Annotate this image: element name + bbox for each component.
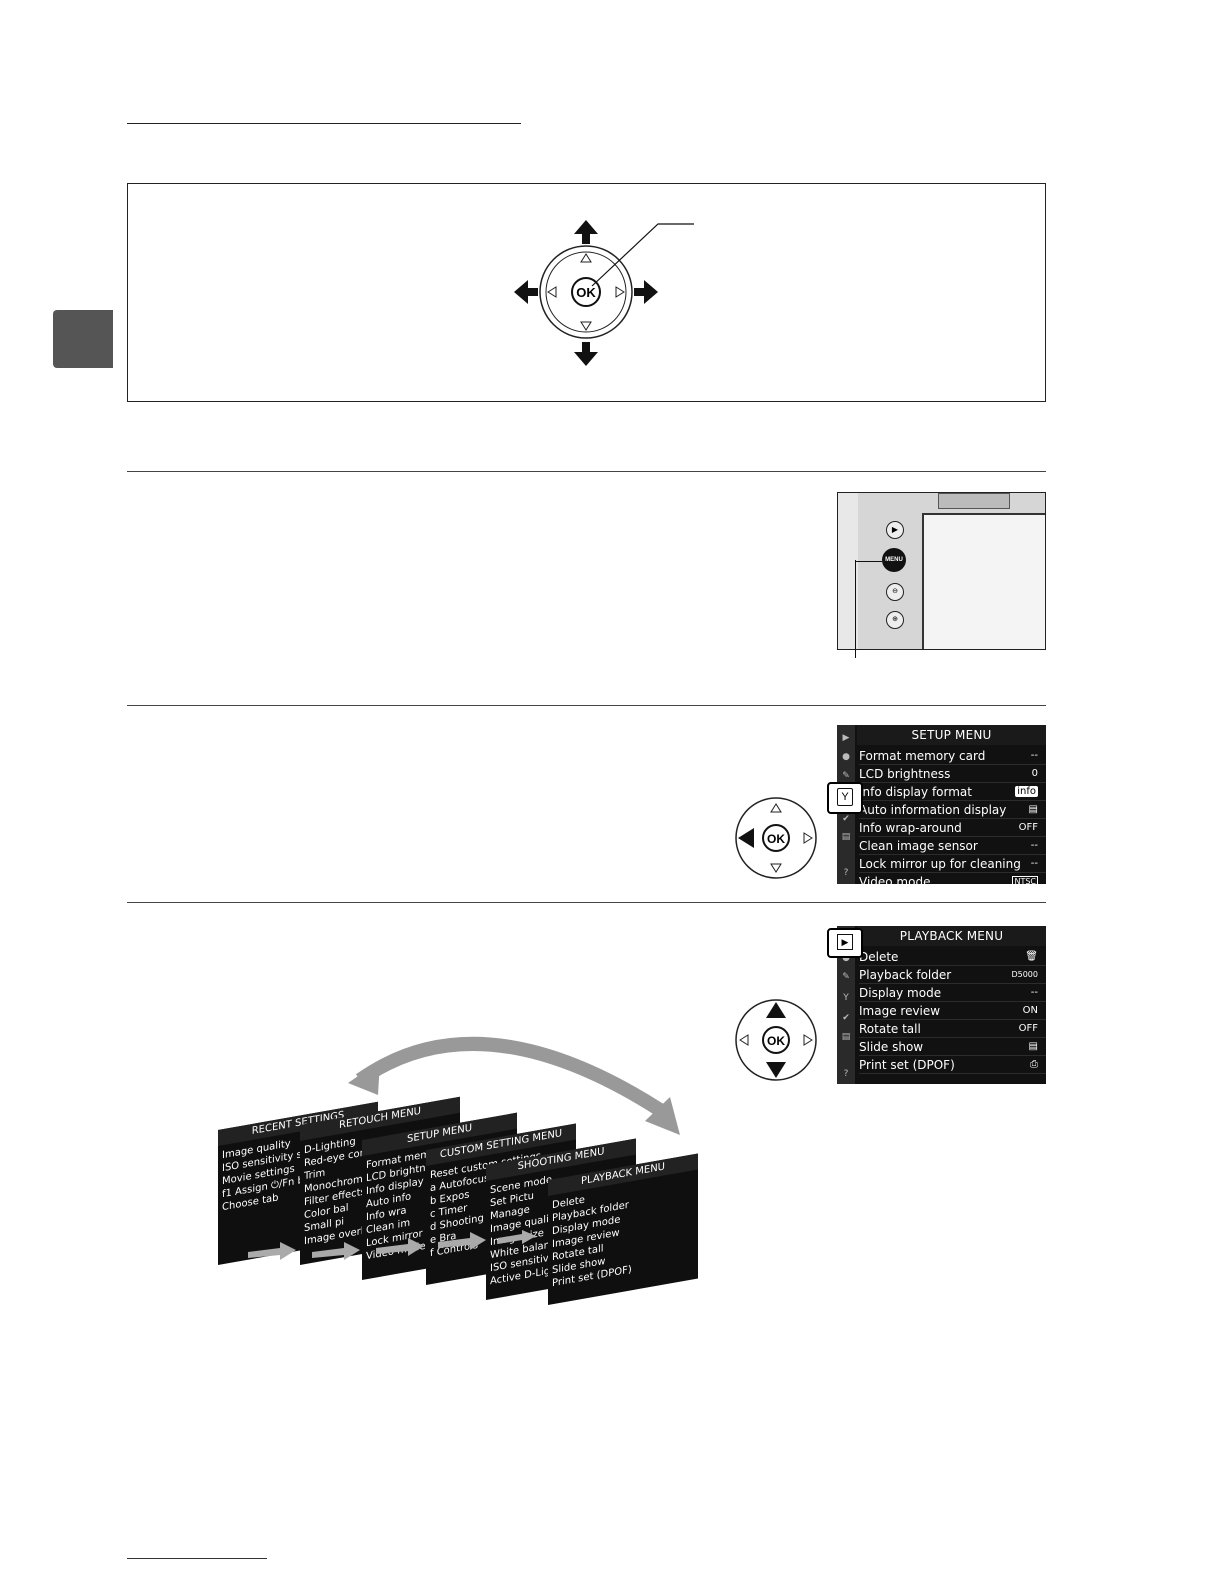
playback-button-icon[interactable]: ▶: [886, 521, 904, 539]
help-icon: ?: [843, 868, 849, 878]
viewfinder: [938, 493, 1010, 509]
menu-item[interactable]: Slide show▤: [859, 1038, 1046, 1056]
help-icon: ?: [843, 1069, 849, 1079]
arrow-right-icon: [312, 1242, 360, 1260]
thumbnail-button-icon[interactable]: ⊖: [886, 583, 904, 601]
menu-leader-vertical: [855, 560, 856, 658]
zoom-button-icon[interactable]: ⊕: [886, 611, 904, 629]
shooting-tab-icon: ●: [842, 953, 850, 963]
stack-arrows: [248, 1230, 536, 1260]
menu-item[interactable]: Print set (DPOF)⎙: [859, 1056, 1046, 1074]
title-rule: [127, 123, 521, 124]
chapter-tab: [53, 310, 113, 368]
arrow-right-icon: [248, 1242, 296, 1260]
svg-text:OK: OK: [767, 832, 785, 846]
step-rule-2: [127, 705, 1046, 706]
camera-back-illustration: ▶ MENU ⊖ ⊕: [837, 492, 1046, 650]
custom-tab-icon: ✎: [842, 771, 850, 781]
menu-item[interactable]: Display mode--: [859, 984, 1046, 1002]
setup-tab-highlight: Y: [827, 782, 863, 814]
multi-selector-diagram: OK: [514, 220, 694, 366]
arrow-right-icon: [376, 1238, 424, 1256]
step-rule-3: [127, 902, 1046, 903]
menu-item[interactable]: Auto information display▤: [859, 801, 1046, 819]
wrench-icon: Y: [837, 788, 853, 806]
arrow-right-icon: [438, 1232, 486, 1250]
menu-item[interactable]: Delete🗑: [859, 948, 1046, 966]
custom-tab-icon: ✎: [842, 972, 850, 982]
menu-item[interactable]: Clean image sensor--: [859, 837, 1046, 855]
arrow-right-icon: [498, 1230, 536, 1244]
setup-tab-icon: Y: [843, 993, 849, 1003]
menu-leader-line: [856, 561, 882, 562]
arrow-down-icon: [574, 342, 598, 366]
retouch-tab-icon: ✔: [842, 814, 850, 824]
recent-tab-icon: ▤: [841, 832, 851, 842]
curved-arrow-icon: [355, 1036, 664, 1116]
shooting-tab-icon: ●: [842, 752, 850, 762]
lcd-screen: [922, 513, 1045, 649]
recent-tab-icon: ▤: [841, 1032, 851, 1042]
arrow-left-icon: [514, 280, 538, 304]
selector-left-icon: OK: [735, 797, 817, 879]
setup-menu-title: SETUP MENU: [857, 725, 1046, 745]
menu-item[interactable]: Lock mirror up for cleaning--: [859, 855, 1046, 873]
footnote-rule: [127, 1558, 267, 1559]
playback-tab-highlight: ▶: [827, 928, 863, 958]
menu-item[interactable]: Format memory card--: [859, 747, 1046, 765]
playback-menu-screen: ● ✎ Y ✔ ▤ ? PLAYBACK MENU Delete🗑 Playba…: [837, 926, 1046, 1084]
cycle-arrow: [348, 1036, 680, 1135]
playback-menu-title: PLAYBACK MENU: [857, 926, 1046, 946]
ok-leader-line: [591, 223, 694, 287]
arrow-up-icon: [574, 220, 598, 244]
step-rule-1: [127, 471, 1046, 472]
svg-text:OK: OK: [576, 285, 596, 300]
setup-menu-screen: ▶ ● ✎ ✔ ▤ ? SETUP MENU Format memory car…: [837, 725, 1046, 884]
svg-text:OK: OK: [767, 1034, 785, 1048]
arrow-right-icon: [634, 280, 658, 304]
multi-selector-box: OK: [127, 183, 1046, 402]
playback-tab-icon: ▶: [842, 733, 850, 743]
menu-tab-bar: [837, 926, 855, 1084]
playback-icon: ▶: [837, 934, 853, 950]
selector-updown-icon: OK: [735, 999, 817, 1081]
retouch-tab-icon: ✔: [842, 1013, 850, 1023]
menu-button[interactable]: MENU: [882, 548, 906, 572]
